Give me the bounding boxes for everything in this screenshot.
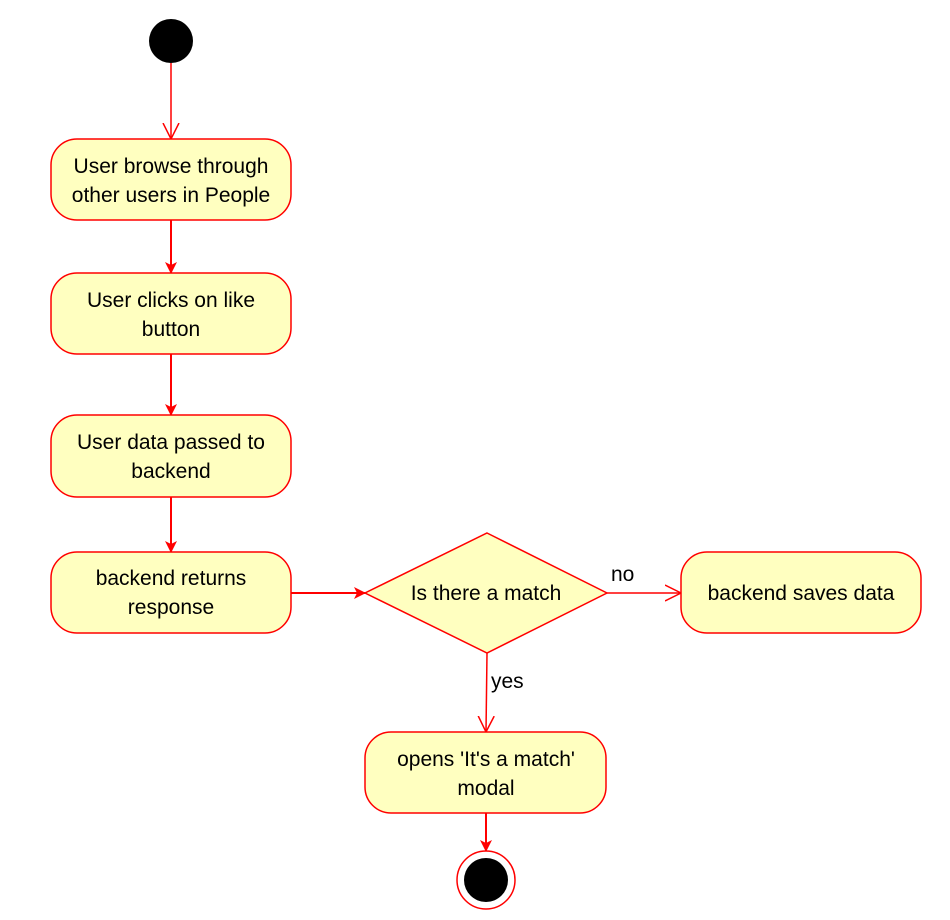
activity-backend-response: backend returns response [50, 551, 292, 634]
activity-open-modal-line1: opens 'It's a match' [397, 748, 575, 771]
activity-pass-data-line1: User data passed to [77, 431, 265, 454]
activity-browse-line2: other users in People [72, 184, 270, 207]
activity-backend-saves-label: backend saves data [708, 582, 895, 605]
activity-pass-data: User data passed to backend [50, 414, 292, 498]
activity-backend-response-line1: backend returns [96, 567, 247, 590]
edge-decision-to-modal [486, 652, 487, 732]
activity-backend-response-line2: response [128, 596, 214, 619]
activity-open-modal-line2: modal [457, 777, 514, 800]
activity-browse: User browse through other users in Peopl… [50, 138, 292, 221]
activity-like-line2: button [142, 318, 200, 341]
start-node [149, 19, 193, 63]
activity-open-modal: opens 'It's a match' modal [364, 731, 607, 814]
activity-browse-line1: User browse through [74, 155, 269, 178]
activity-like: User clicks on like button [50, 272, 292, 355]
edge-label-yes: yes [491, 670, 524, 693]
decision-match: Is there a match [363, 532, 609, 654]
activity-pass-data-line2: backend [131, 460, 210, 483]
end-node [456, 850, 516, 910]
activity-like-line1: User clicks on like [87, 289, 255, 312]
edge-label-no: no [611, 563, 634, 586]
decision-match-label: Is there a match [411, 582, 562, 605]
activity-backend-saves: backend saves data [680, 551, 922, 634]
